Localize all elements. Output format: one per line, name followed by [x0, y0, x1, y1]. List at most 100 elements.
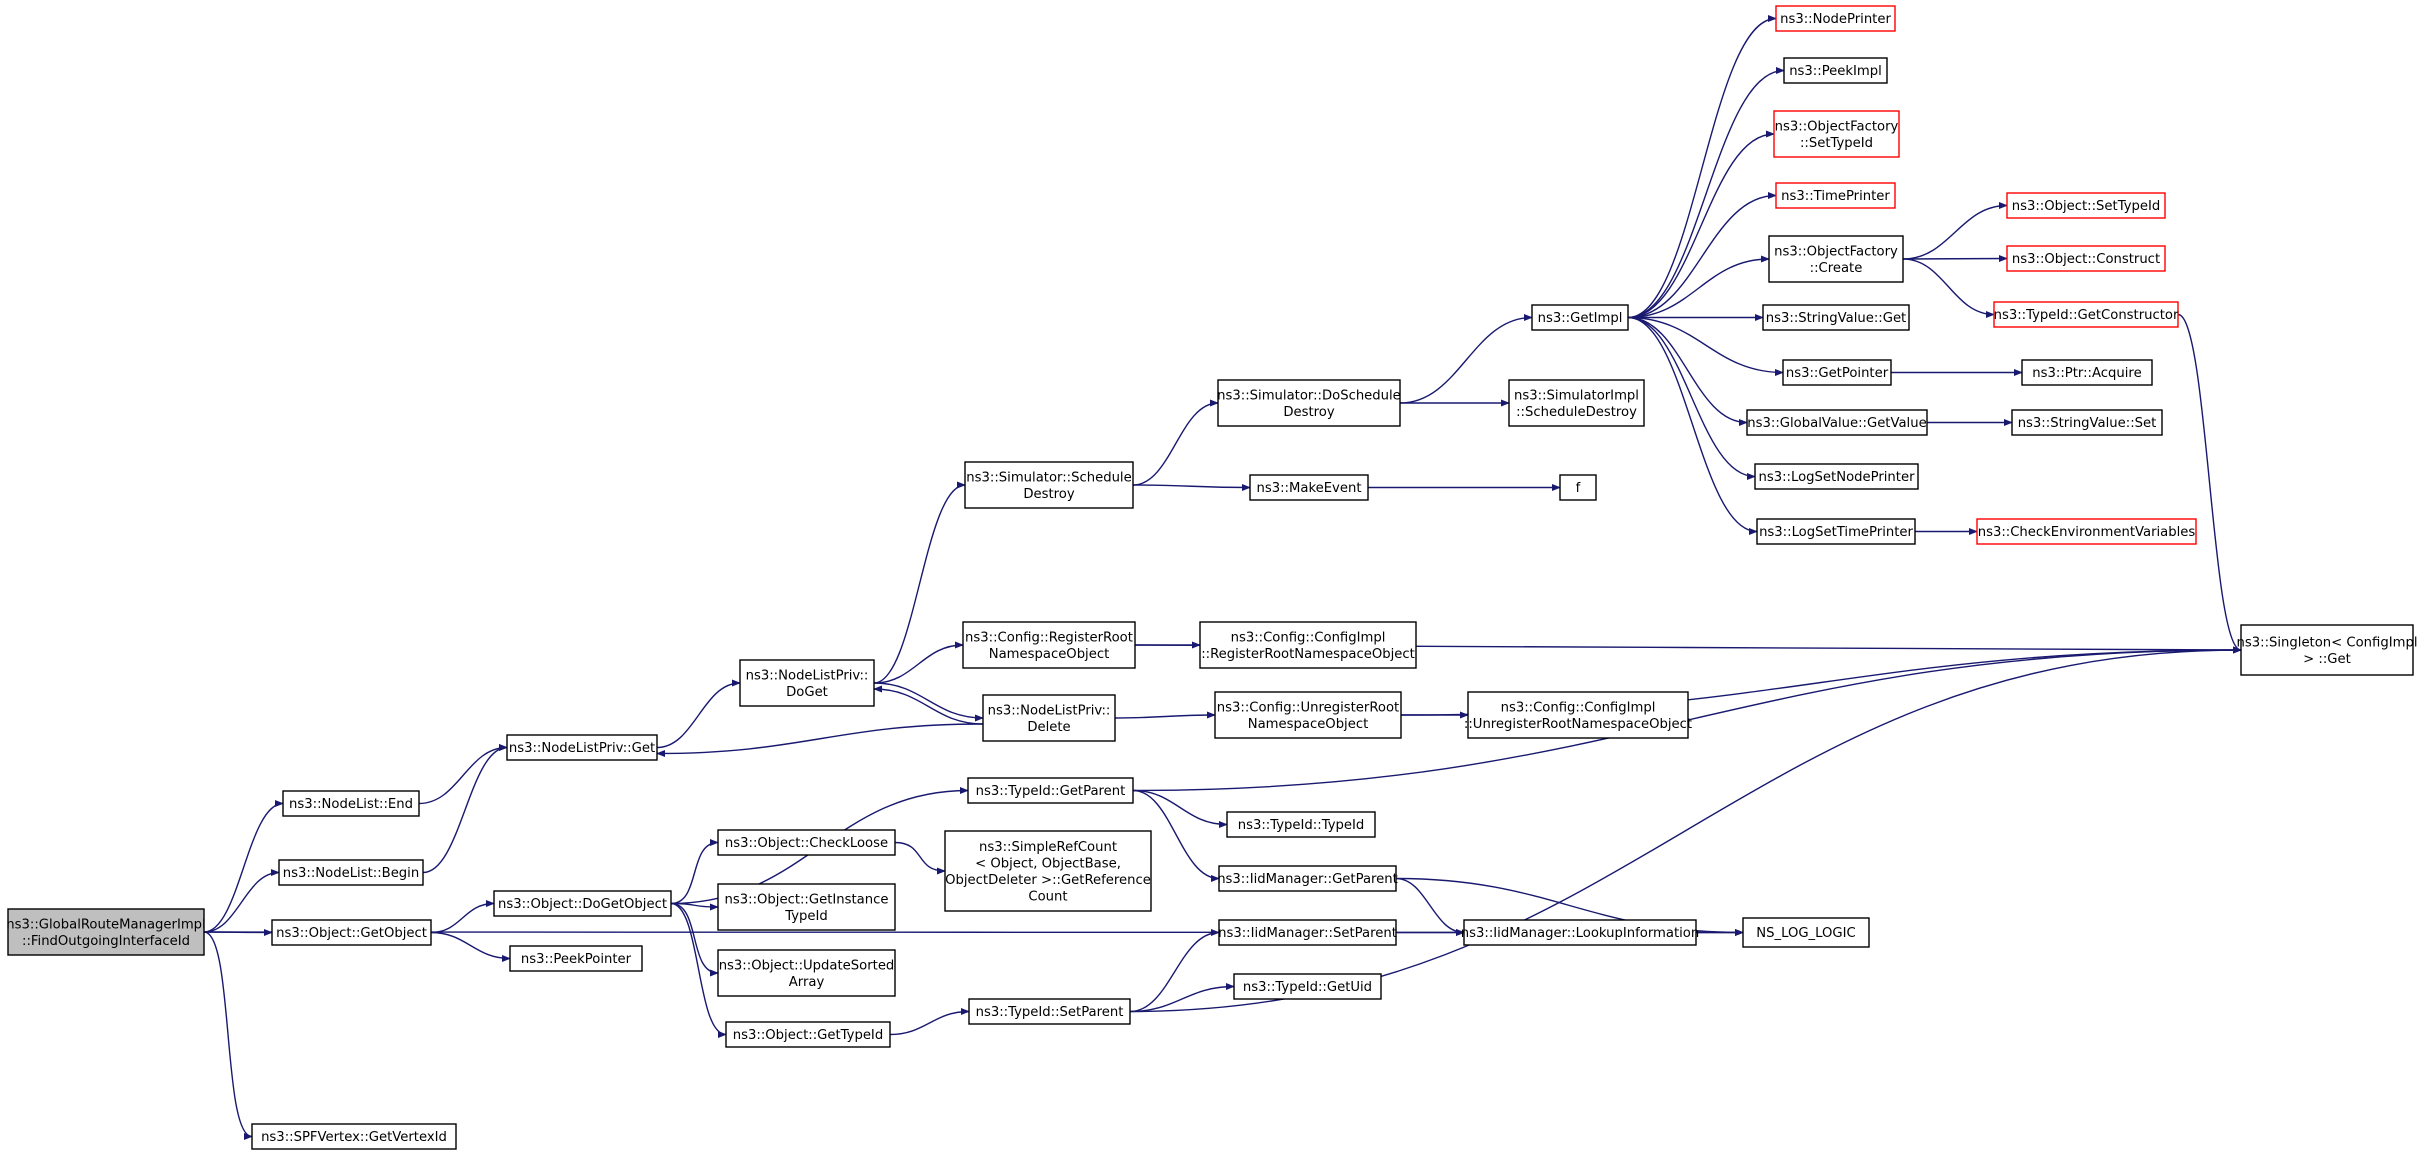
node-box	[506, 734, 658, 761]
node-typeid_getconstructor[interactable]: ns3::TypeId::GetConstructor	[1993, 301, 2179, 328]
node-box	[282, 790, 420, 817]
node-nl_end[interactable]: ns3::NodeList::End	[282, 790, 420, 817]
node-label: ns3::Simulator::DoSchedule	[1217, 388, 1401, 403]
node-label: ::FindOutgoingInterfaceId	[22, 934, 190, 949]
node-box	[7, 908, 205, 956]
node-cfgimpl_register[interactable]: ns3::Config::ConfigImpl::RegisterRootNam…	[1199, 621, 1417, 669]
node-box	[2240, 624, 2414, 676]
node-singleton[interactable]: ns3::Singleton< ConfigImpl> ::Get	[2237, 624, 2418, 676]
node-logsetnodeprinter[interactable]: ns3::LogSetNodePrinter	[1754, 463, 1919, 490]
node-cfg_unregister[interactable]: ns3::Config::UnregisterRootNamespaceObje…	[1214, 691, 1402, 739]
node-box	[1463, 919, 1697, 946]
node-typeid_getparent[interactable]: ns3::TypeId::GetParent	[967, 777, 1134, 804]
node-ptr_acquire[interactable]: ns3::Ptr::Acquire	[2021, 359, 2153, 386]
node-label: ns3::Object::CheckLoose	[725, 836, 888, 851]
node-label: ::RegisterRootNamespaceObject	[1201, 647, 1415, 662]
node-typeid_setparent[interactable]: ns3::TypeId::SetParent	[968, 998, 1131, 1025]
node-box	[2006, 245, 2166, 272]
node-cfg_register[interactable]: ns3::Config::RegisterRootNamespaceObject	[962, 621, 1136, 669]
node-strval_get[interactable]: ns3::StringValue::Get	[1762, 304, 1910, 331]
edge-getimpl-to-timeprinter	[1627, 191, 1777, 319]
node-label: NamespaceObject	[1248, 717, 1369, 732]
node-nlp_doget[interactable]: ns3::NodeListPriv::DoGet	[739, 659, 875, 707]
node-box	[964, 461, 1134, 509]
node-root[interactable]: ns3::GlobalRouteManagerImpl::FindOutgoin…	[6, 908, 206, 956]
node-of_settypeid[interactable]: ns3::ObjectFactory::SetTypeId	[1773, 110, 1900, 158]
node-box	[271, 919, 432, 946]
node-box	[1993, 301, 2179, 328]
node-box	[1775, 5, 1896, 32]
node-getimpl[interactable]: ns3::GetImpl	[1531, 304, 1629, 331]
node-box	[2021, 359, 2153, 386]
node-timeprinter[interactable]: ns3::TimePrinter	[1775, 182, 1896, 209]
node-peekimpl[interactable]: ns3::PeekImpl	[1783, 57, 1888, 84]
node-label: ns3::GetImpl	[1538, 311, 1623, 326]
node-obj_settypeid[interactable]: ns3::Object::SetTypeId	[2006, 192, 2166, 219]
node-peekpointer[interactable]: ns3::PeekPointer	[509, 945, 643, 972]
node-iid_setparent[interactable]: ns3::IidManager::SetParent	[1218, 919, 1397, 946]
node-cfgimpl_unregister[interactable]: ns3::Config::ConfigImpl::UnregisterRootN…	[1464, 691, 1692, 739]
node-of_create[interactable]: ns3::ObjectFactory::Create	[1768, 235, 1904, 283]
node-nl_begin[interactable]: ns3::NodeList::Begin	[278, 859, 424, 886]
node-obj_gettypeid[interactable]: ns3::Object::GetTypeId	[725, 1021, 891, 1048]
node-label: ns3::SimpleRefCount	[979, 840, 1117, 855]
node-iid_getparent[interactable]: ns3::IidManager::GetParent	[1217, 865, 1398, 892]
node-obj_getobject[interactable]: ns3::Object::GetObject	[271, 919, 432, 946]
node-label: ns3::ObjectFactory	[1774, 244, 1898, 259]
edge-obj_dogetobject-to-checkloose	[670, 838, 719, 905]
node-spf[interactable]: ns3::SPFVertex::GetVertexId	[251, 1123, 457, 1150]
node-label: Destroy	[1023, 487, 1075, 502]
node-box	[1754, 463, 1919, 490]
node-box	[2011, 409, 2163, 436]
node-label: ns3::TimePrinter	[1781, 189, 1890, 204]
node-label: ::UnregisterRootNamespaceObject	[1464, 717, 1692, 732]
node-label: ns3::SimulatorImpl	[1514, 388, 1639, 403]
node-box	[1783, 57, 1888, 84]
edge-iid_getparent-to-iid_lookup	[1395, 877, 1465, 937]
node-getpointer[interactable]: ns3::GetPointer	[1782, 359, 1892, 386]
node-label: ::SetTypeId	[1800, 136, 1873, 151]
node-typeid_typeid[interactable]: ns3::TypeId::TypeId	[1226, 811, 1376, 838]
node-checkenv[interactable]: ns3::CheckEnvironmentVariables	[1976, 518, 2197, 545]
node-label: ns3::MakeEvent	[1256, 481, 1361, 496]
node-checkloose[interactable]: ns3::Object::CheckLoose	[717, 829, 896, 856]
node-obj_dogetobject[interactable]: ns3::Object::DoGetObject	[493, 890, 672, 917]
node-label: ns3::Object::GetObject	[276, 926, 427, 941]
node-typeid_getuid[interactable]: ns3::TypeId::GetUid	[1233, 973, 1382, 1000]
node-iid_lookup[interactable]: ns3::IidManager::LookupInformation	[1461, 919, 1699, 946]
node-sim_scheddestroy[interactable]: ns3::Simulator::ScheduleDestroy	[964, 461, 1134, 509]
node-label: NamespaceObject	[989, 647, 1110, 662]
node-strval_set[interactable]: ns3::StringValue::Set	[2011, 409, 2163, 436]
edge-typeid_getconstructor-to-singleton	[2177, 313, 2242, 654]
node-label: ns3::Ptr::Acquire	[2032, 366, 2141, 381]
edge-root-to-nl_end	[203, 799, 284, 933]
node-box	[1746, 409, 1928, 436]
node-makeevent[interactable]: ns3::MakeEvent	[1249, 474, 1369, 501]
node-nlp_get[interactable]: ns3::NodeListPriv::Get	[506, 734, 658, 761]
node-obj_construct[interactable]: ns3::Object::Construct	[2006, 245, 2166, 272]
edge-sim_scheddestroy-to-makeevent	[1132, 483, 1251, 492]
node-nlp_delete[interactable]: ns3::NodeListPriv::Delete	[982, 694, 1116, 742]
node-logsettimeprinter[interactable]: ns3::LogSetTimePrinter	[1756, 518, 1916, 545]
node-f[interactable]: f	[1559, 474, 1597, 501]
node-label: ns3::TypeId::SetParent	[976, 1005, 1124, 1020]
node-gv_getvalue[interactable]: ns3::GlobalValue::GetValue	[1746, 409, 1928, 436]
edge-getimpl-to-getpointer	[1627, 316, 1784, 377]
node-label: ns3::CheckEnvironmentVariables	[1978, 525, 2196, 540]
edge-obj_getobject-to-peekpointer	[430, 931, 511, 963]
node-box	[944, 830, 1152, 912]
node-box	[1768, 235, 1904, 283]
node-ns_log_logic[interactable]: NS_LOG_LOGIC	[1742, 917, 1870, 948]
node-nodeprinter[interactable]: ns3::NodePrinter	[1775, 5, 1896, 32]
node-box	[739, 659, 875, 707]
node-label: ns3::TypeId::GetUid	[1243, 980, 1372, 995]
node-simplerefcount[interactable]: ns3::SimpleRefCount< Object, ObjectBase,…	[944, 830, 1152, 912]
node-box	[251, 1123, 457, 1150]
edge-obj_getobject-to-obj_dogetobject	[430, 899, 495, 934]
node-simimpl_scheddestroy[interactable]: ns3::SimulatorImpl::ScheduleDestroy	[1508, 379, 1645, 427]
edge-getimpl-to-peekimpl	[1627, 66, 1785, 319]
